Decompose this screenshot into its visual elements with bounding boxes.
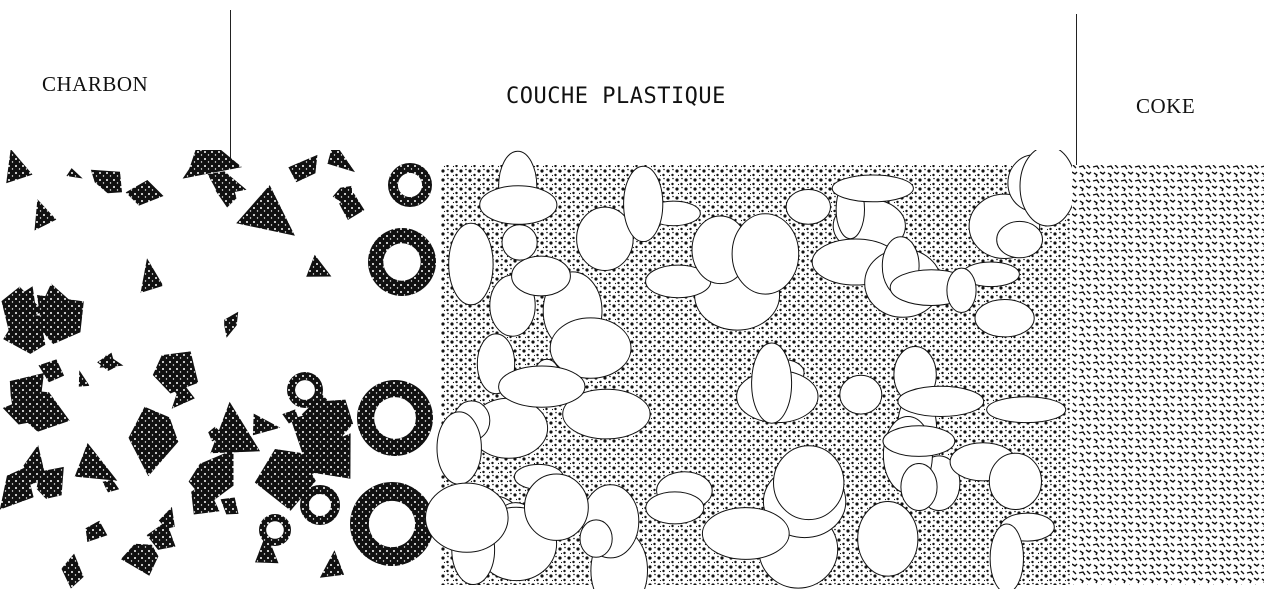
gas-bubble xyxy=(832,175,913,202)
gas-bubble xyxy=(883,426,955,457)
grain-pore xyxy=(369,501,415,547)
coal-fragment xyxy=(327,150,355,172)
coal-fragment xyxy=(126,180,164,206)
gas-bubble xyxy=(987,397,1066,423)
zone-label-coke: COKE xyxy=(1136,94,1195,119)
gas-bubble xyxy=(989,453,1041,509)
coal-fragment xyxy=(129,407,179,477)
zone-divider-couche-coke xyxy=(1076,14,1077,166)
gas-bubble xyxy=(480,186,557,225)
gas-bubble xyxy=(525,474,589,540)
coal-fragment xyxy=(141,258,164,293)
coal-fragment xyxy=(79,370,90,386)
zone-label-couche-plastique: COUCHE PLASTIQUE xyxy=(506,84,726,109)
gas-bubble xyxy=(646,492,704,524)
gas-bubble xyxy=(732,214,799,294)
coal-fragment xyxy=(210,402,260,454)
coal-fragment xyxy=(6,150,32,183)
gas-bubble xyxy=(502,225,537,260)
coal-fragment xyxy=(61,554,83,589)
coal-fragment xyxy=(253,414,280,436)
coal-fragment xyxy=(221,498,239,515)
coal-fragment xyxy=(75,443,118,481)
grain-pore xyxy=(266,521,284,539)
gas-bubble xyxy=(975,300,1034,337)
grain-pore xyxy=(295,380,315,400)
coal-fragment xyxy=(224,312,238,338)
coal-fragment xyxy=(320,550,344,578)
coal-fragment xyxy=(306,255,331,277)
gas-bubble xyxy=(580,520,612,557)
gas-bubble xyxy=(752,343,792,423)
gas-bubble xyxy=(449,223,493,305)
coal-fragment xyxy=(208,171,247,195)
gas-bubble xyxy=(947,268,976,312)
gas-bubble xyxy=(437,412,481,484)
gas-bubble xyxy=(997,221,1043,257)
zone-label-charbon: CHARBON xyxy=(42,72,148,97)
gas-bubble xyxy=(499,366,585,407)
coke-network xyxy=(1072,165,1264,585)
grain-pore xyxy=(374,397,416,439)
coal-fragment xyxy=(288,155,317,182)
gas-bubble xyxy=(624,166,663,241)
gas-bubble xyxy=(858,502,918,577)
grain-pore xyxy=(309,494,331,516)
gas-bubble xyxy=(702,508,789,560)
gas-bubble xyxy=(990,524,1023,589)
gas-bubble xyxy=(786,190,830,225)
gas-bubble xyxy=(901,464,937,511)
coal-fragment xyxy=(12,390,70,432)
gas-bubble xyxy=(1020,150,1076,226)
coal-fragment xyxy=(103,480,120,493)
gas-bubble xyxy=(512,256,571,296)
grain-pore xyxy=(398,173,422,197)
coal-fragment xyxy=(36,467,63,499)
gas-bubble xyxy=(426,483,509,552)
coal-fragment xyxy=(35,199,57,230)
coal-to-coke-illustration xyxy=(0,150,1267,589)
coal-fragment xyxy=(66,168,82,178)
gas-bubble xyxy=(898,386,984,416)
gas-bubble xyxy=(840,375,882,414)
zone-divider-charbon-couche xyxy=(230,10,231,158)
gas-bubble xyxy=(774,446,844,520)
grain-pore xyxy=(383,243,420,280)
coal-fragment xyxy=(86,521,108,542)
coal-fragment xyxy=(121,544,158,576)
coal-fragment xyxy=(236,185,295,236)
coal-fragment xyxy=(91,170,122,193)
